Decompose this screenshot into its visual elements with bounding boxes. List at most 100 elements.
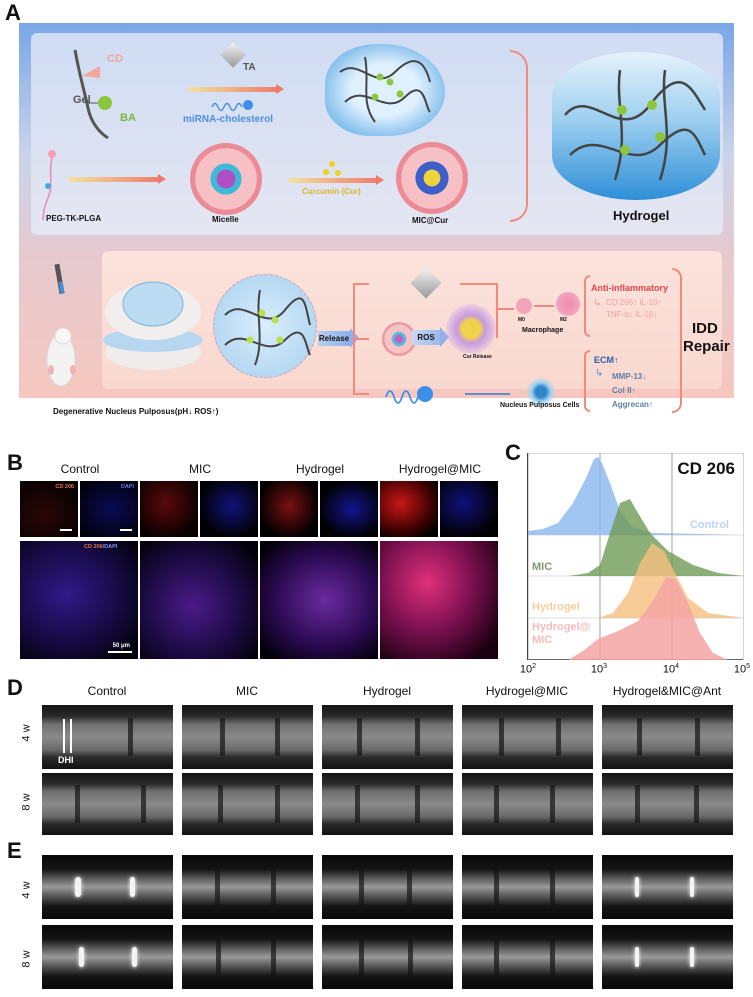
e-row-4w: 4 w bbox=[20, 881, 33, 899]
micelle-label: Micelle bbox=[212, 215, 239, 224]
ecm-label: ECM↑ bbox=[594, 355, 619, 365]
mri-hydrogelmic-8w bbox=[462, 925, 593, 989]
gel-network-icon bbox=[325, 44, 445, 136]
micro-hydrogel-merge bbox=[260, 541, 378, 659]
aggrecan-label: Aggrecan↑ bbox=[612, 400, 653, 409]
micro-hydrogel-dapi bbox=[320, 481, 378, 537]
panel-c-label: C bbox=[505, 440, 521, 465]
micro-mic-dapi bbox=[200, 481, 258, 537]
d-col-hydrogel-mic: Hydrogel@MIC bbox=[485, 684, 569, 698]
curcumin-icon bbox=[323, 161, 341, 176]
scale-bar bbox=[108, 651, 132, 653]
histogram-plot bbox=[528, 453, 744, 660]
micro-hydrogelmic-cd206 bbox=[380, 481, 438, 537]
col2-label: Col II↑ bbox=[612, 386, 636, 395]
m2-macrophage-icon bbox=[556, 292, 580, 316]
rat-injection-icon bbox=[46, 263, 76, 387]
m0-macrophage-icon bbox=[516, 298, 532, 314]
mirna-wave-icon bbox=[385, 386, 433, 404]
panel-b-label: B bbox=[7, 450, 23, 475]
cd-label: CD bbox=[107, 53, 123, 65]
cur-release-label: Cur Release bbox=[463, 354, 492, 360]
mri-hydrogelmicant-8w bbox=[602, 925, 733, 989]
micelle-icon bbox=[190, 143, 262, 215]
legend-control: Control bbox=[689, 519, 729, 531]
mri-hydrogel-4w bbox=[322, 855, 453, 919]
dhi-line-2 bbox=[70, 719, 72, 753]
release-arrow: Release bbox=[318, 328, 359, 348]
hydrogel-label: Hydrogel bbox=[613, 208, 670, 223]
peg-tk-plga-icon bbox=[42, 150, 56, 221]
mri-hydrogel-8w bbox=[322, 925, 453, 989]
b-col-hydrogel: Hydrogel bbox=[295, 462, 345, 476]
np-label: Degenerative Nucleus Pulposus(pH↓ ROS↑) bbox=[53, 407, 219, 416]
curcumin-label: Curcumin (Cur) bbox=[302, 187, 361, 196]
d-row-4w: 4 w bbox=[20, 724, 33, 742]
micro-hydrogelmic-dapi bbox=[440, 481, 498, 537]
cd206-il10-label: CD 206↑ IL-10↑ bbox=[606, 298, 662, 307]
b-col-hydrogel-mic: Hydrogel@MIC bbox=[398, 462, 482, 476]
branch-bottom bbox=[353, 393, 369, 395]
macrophage-label: Macrophage bbox=[522, 327, 564, 334]
panel-a-label: A bbox=[5, 0, 21, 25]
xray-mic-8w bbox=[182, 773, 313, 835]
micro-mic-cd206 bbox=[140, 481, 198, 537]
spine-disc-icon bbox=[103, 281, 203, 370]
b-col-mic: MIC bbox=[189, 462, 211, 476]
micro-control-dapi: DAPI bbox=[80, 481, 138, 537]
xray-hydrogelmicant-8w bbox=[602, 773, 733, 835]
xray-hydrogel-4w bbox=[322, 705, 453, 769]
gel-label: Gel bbox=[73, 94, 91, 106]
xray-hydrogelmic-8w bbox=[462, 773, 593, 835]
line-join bbox=[496, 283, 498, 338]
gel-polymer-icon bbox=[73, 49, 112, 140]
m0-m2-arrow bbox=[534, 305, 554, 307]
np-cell-icon bbox=[525, 378, 557, 406]
line-ta bbox=[460, 283, 496, 285]
micro-mic-merge bbox=[140, 541, 258, 659]
panel-d-label: D bbox=[7, 675, 23, 700]
legend-mic: MIC bbox=[532, 561, 553, 573]
arrow-2 bbox=[68, 174, 166, 184]
gel-network-strands bbox=[339, 56, 431, 123]
mic-cur-label: MIC@Cur bbox=[412, 216, 449, 225]
arrow-3 bbox=[288, 175, 384, 185]
flow-cytometry-chart: CD 206 Control MIC Hydrogel Hydrogel@ MI… bbox=[527, 453, 744, 660]
xray-mic-4w bbox=[182, 705, 313, 769]
xray-hydrogel-8w bbox=[322, 773, 453, 835]
e-row-8w: 8 w bbox=[20, 950, 33, 968]
arrow-1 bbox=[188, 84, 284, 94]
micro-control-merge: CD 206/DAPI 50 μm bbox=[20, 541, 138, 659]
ta-label: TA bbox=[243, 62, 256, 73]
ba-label: BA bbox=[120, 112, 136, 124]
d-col-hydrogel: Hydrogel bbox=[362, 684, 412, 698]
x-tick-1e5: 105 bbox=[733, 663, 751, 676]
micro-hydrogelmic-merge bbox=[380, 541, 498, 659]
b-col-control: Control bbox=[60, 462, 100, 476]
cur-release-icon bbox=[446, 304, 496, 354]
mri-mic-8w bbox=[182, 925, 313, 989]
mirna-label: miRNA-cholesterol bbox=[183, 114, 274, 125]
mri-hydrogelmicant-4w bbox=[602, 855, 733, 919]
xray-hydrogelmic-4w bbox=[462, 705, 593, 769]
peg-label: PEG-TK-PLGA bbox=[46, 214, 102, 223]
d-row-8w: 8 w bbox=[20, 793, 33, 811]
branch-top bbox=[353, 283, 369, 285]
mri-control-8w bbox=[42, 925, 173, 989]
arrow-bend-icon-2: ↳ bbox=[595, 368, 604, 379]
xray-control-8w bbox=[42, 773, 173, 835]
xray-hydrogelmicant-4w bbox=[602, 705, 733, 769]
legend-hydrogel: Hydrogel bbox=[532, 601, 580, 613]
mri-mic-4w bbox=[182, 855, 313, 919]
scale-bar bbox=[120, 529, 132, 531]
np-cells-label: Nucleus Pulposus Cells bbox=[500, 402, 580, 409]
dhi-label: DHI bbox=[58, 755, 74, 765]
legend-hydrogel-mic-2: MIC bbox=[532, 634, 553, 646]
hydrogel-icon bbox=[552, 52, 720, 200]
x-tick-1e2: 102 bbox=[519, 663, 537, 676]
repair-label: Repair bbox=[683, 338, 730, 355]
scale-label: 50 μm bbox=[112, 643, 130, 649]
ros-arrow: ROS bbox=[412, 327, 449, 347]
idd-label: IDD bbox=[692, 320, 718, 337]
x-tick-1e3: 103 bbox=[590, 663, 608, 676]
